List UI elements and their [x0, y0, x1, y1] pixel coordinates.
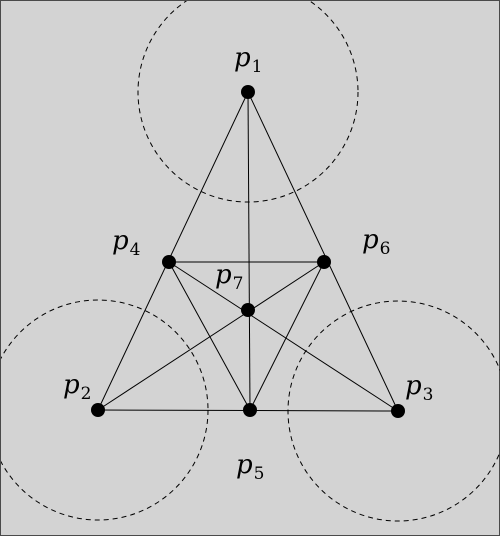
line-p3-p4 [168, 261, 399, 412]
label-p3: p3 [405, 371, 433, 405]
label-p6: p6 [362, 225, 390, 259]
line-p4-p5 [168, 261, 251, 411]
line-p1-p2 [97, 91, 249, 411]
point-p2 [91, 403, 105, 417]
label-p7: p7 [215, 260, 243, 294]
label-p2-base: p [63, 370, 80, 400]
lines-layer [97, 91, 399, 412]
label-p2: p2 [63, 370, 91, 404]
label-p4-base: p [112, 226, 129, 256]
label-p5-base: p [236, 450, 253, 480]
label-p3-base: p [405, 371, 422, 401]
points-layer [91, 85, 405, 418]
line-p1-p5 [247, 91, 251, 411]
point-p4 [162, 255, 176, 269]
label-p6-subscript: 6 [380, 239, 391, 259]
label-p4-subscript: 4 [130, 240, 141, 260]
label-p6-base: p [362, 225, 379, 255]
label-p5-subscript: 5 [254, 464, 265, 484]
label-p3-subscript: 3 [423, 385, 434, 405]
circles-layer [1, 1, 500, 522]
point-p6 [317, 255, 331, 269]
circle-p1 [137, 1, 359, 203]
label-p4: p4 [112, 226, 140, 260]
line-p2-p6 [97, 261, 325, 411]
line-p5-p6 [249, 261, 325, 411]
point-p1 [241, 85, 255, 99]
line-p1-p3 [247, 91, 399, 412]
label-p2-subscript: 2 [81, 384, 92, 404]
label-p7-subscript: 7 [233, 274, 244, 294]
label-p5: p5 [236, 450, 264, 484]
label-p1: p1 [234, 43, 262, 77]
point-p7 [241, 303, 255, 317]
point-p5 [243, 403, 257, 417]
label-p7-base: p [215, 260, 232, 290]
label-p1-base: p [234, 43, 251, 73]
point-p3 [391, 404, 405, 418]
label-p1-subscript: 1 [252, 57, 263, 77]
